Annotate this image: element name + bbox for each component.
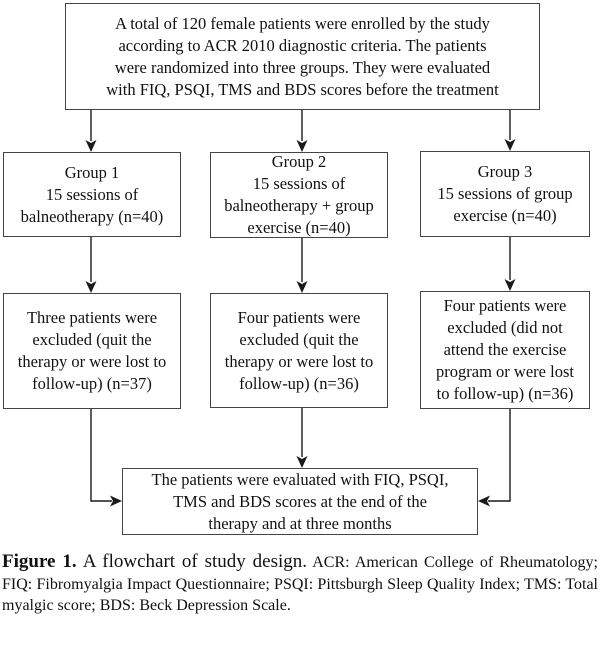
figure-caption-title: A flowchart of study design. <box>82 551 308 572</box>
arrow-enrollment-to-group3 <box>504 110 516 151</box>
arrow-group2-to-excluded2 <box>296 238 308 293</box>
arrow-excluded2-to-evaluation <box>296 408 308 468</box>
arrow-excluded1-to-evaluation <box>90 409 122 507</box>
arrow-enrollment-to-group1 <box>85 110 97 152</box>
evaluation-box: The patients were evaluated with FIQ, PS… <box>122 468 478 535</box>
excluded1-box: Three patients were excluded (quit the t… <box>3 293 181 409</box>
group2-box: Group 2 15 sessions of balneotherapy + g… <box>210 152 388 238</box>
figure-caption-abbreviations: ACR: American College of Rheumatology; F… <box>2 554 598 614</box>
group3-box: Group 3 15 sessions of group exercise (n… <box>420 151 590 237</box>
figure-caption: Figure 1. A flowchart of study design. A… <box>2 551 598 617</box>
figure-caption-label: Figure 1. <box>2 551 77 572</box>
group1-box: Group 1 15 sessions of balneotherapy (n=… <box>3 152 181 237</box>
arrow-excluded3-to-evaluation <box>478 409 511 507</box>
enrollment-box: A total of 120 female patients were enro… <box>65 3 540 110</box>
excluded3-box: Four patients were excluded (did not att… <box>420 291 590 409</box>
arrow-group1-to-excluded1 <box>85 237 97 293</box>
arrow-enrollment-to-group2 <box>296 110 308 152</box>
arrow-group3-to-excluded3 <box>504 237 516 291</box>
excluded2-box: Four patients were excluded (quit the th… <box>210 293 388 408</box>
